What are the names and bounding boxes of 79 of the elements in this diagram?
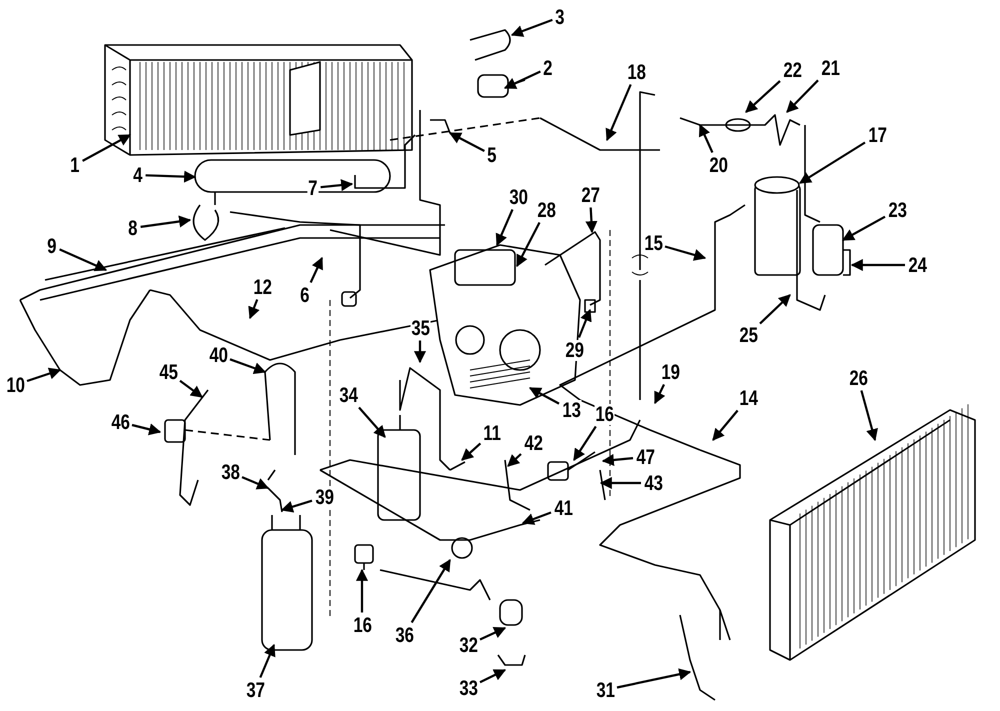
- callout-number: 13: [561, 400, 582, 420]
- leader-line: [448, 132, 485, 152]
- callout-number: 8: [127, 218, 138, 238]
- leader-line: [585, 207, 598, 234]
- leader-line: [320, 179, 354, 192]
- callout-number: 28: [536, 200, 556, 220]
- callout-number: 23: [887, 200, 908, 220]
- leader-line: [602, 454, 634, 466]
- leader-line: [759, 294, 791, 324]
- leader-line: [179, 380, 203, 398]
- leader-line: [242, 476, 270, 490]
- leader-line: [578, 308, 592, 338]
- leader-line: [356, 568, 368, 612]
- leader-line: [510, 18, 553, 37]
- callout-number: 29: [564, 340, 584, 360]
- leader-line: [230, 358, 266, 374]
- callout-number: 43: [643, 472, 664, 494]
- leader-line: [842, 216, 886, 241]
- leader-line: [480, 669, 506, 684]
- leader-line: [786, 80, 819, 113]
- leader-line: [698, 124, 714, 153]
- leader-line: [600, 476, 641, 490]
- leader-line: [140, 216, 192, 228]
- leader-line: [59, 248, 108, 272]
- leader-line: [410, 558, 451, 624]
- leader-line: [745, 80, 781, 113]
- callout-number: 37: [245, 680, 266, 700]
- leader-line: [616, 668, 692, 689]
- callout-number: 25: [738, 324, 758, 346]
- leader-line: [798, 142, 866, 184]
- leader-line: [504, 70, 541, 89]
- leader-line: [496, 209, 514, 246]
- callout-number: 18: [626, 62, 646, 82]
- callout-number: 16: [352, 614, 372, 636]
- leader-line: [280, 500, 312, 513]
- callout-number: 46: [110, 412, 130, 432]
- leader-line: [528, 387, 560, 405]
- leader-line: [712, 410, 738, 441]
- callout-number: 36: [394, 624, 414, 646]
- callout-number: 39: [314, 486, 334, 508]
- callout-number: 34: [338, 384, 358, 406]
- callout-number: 40: [208, 344, 228, 366]
- leader-line: [480, 627, 506, 640]
- leader-line: [507, 453, 522, 467]
- leader-line: [414, 340, 426, 364]
- callout-number: 31: [595, 680, 616, 700]
- callout-number: 6: [299, 284, 310, 306]
- callout-number: 26: [848, 368, 868, 388]
- callout-number: 16: [594, 404, 614, 424]
- leader-line: [654, 384, 666, 404]
- callout-number: 38: [220, 462, 240, 482]
- leader-line: [461, 442, 482, 461]
- callout-number: 33: [458, 678, 478, 698]
- leader-line: [573, 426, 597, 462]
- leader-line: [358, 406, 386, 438]
- leader-line: [516, 222, 540, 268]
- leader-line: [606, 84, 632, 142]
- leader-line: [664, 245, 706, 261]
- callout-number: 19: [660, 362, 680, 382]
- callout-number: 20: [708, 154, 728, 176]
- leader-line: [259, 644, 276, 678]
- leader-line: [146, 170, 196, 183]
- leader-line: [522, 511, 552, 525]
- callout-number: 15: [643, 232, 664, 254]
- leader-line: [850, 258, 905, 272]
- leader-line: [860, 390, 878, 442]
- callout-number: 5: [486, 144, 498, 166]
- leader-line: [132, 424, 162, 436]
- callout-number: 45: [158, 362, 178, 382]
- callout-number: 9: [46, 236, 58, 256]
- leader-line: [26, 368, 62, 382]
- callout-number: 3: [554, 6, 566, 28]
- leader-line: [82, 134, 132, 162]
- leader-line: [248, 299, 260, 320]
- callout-number: 32: [458, 634, 478, 656]
- leader-line: [310, 256, 323, 283]
- callout-number: 35: [410, 318, 430, 338]
- callout-number: 10: [5, 374, 26, 396]
- callout-number: 30: [508, 186, 528, 208]
